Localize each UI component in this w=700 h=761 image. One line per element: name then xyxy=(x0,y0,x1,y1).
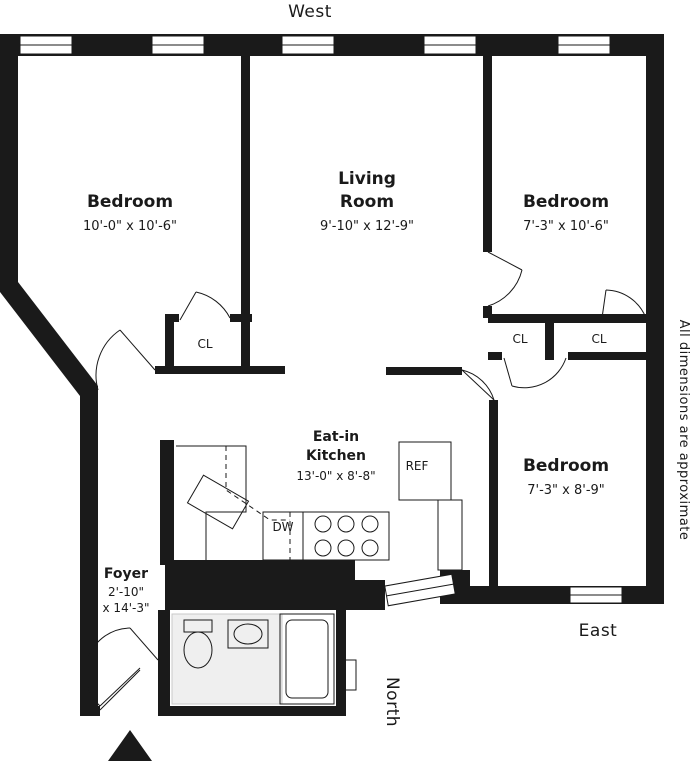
window-4 xyxy=(423,35,477,55)
room-name-bedroom-bottom-right: Bedroom xyxy=(523,456,609,476)
door-closet-mid xyxy=(503,357,567,389)
window-2 xyxy=(151,35,205,55)
room-dims-bedroom-left: 10'-0" x 10'-6" xyxy=(83,219,177,234)
room-name-bedroom-left: Bedroom xyxy=(87,192,173,212)
closet-label-mid: CL xyxy=(512,332,527,346)
sink xyxy=(227,619,269,649)
door-entry xyxy=(99,669,141,711)
door-closet-right xyxy=(601,289,647,319)
closet-label-left: CL xyxy=(197,337,212,351)
room-dims-foyer-2: x 14'-3" xyxy=(103,601,150,615)
labels: West East North All dimensions are appro… xyxy=(83,2,691,727)
stove xyxy=(302,511,390,561)
refrigerator-label: REF xyxy=(406,459,429,473)
refrigerator xyxy=(398,441,452,501)
door-bedroom-bottom-right xyxy=(461,369,495,401)
door-bedroom-left xyxy=(95,329,156,391)
room-name-living-2: Room xyxy=(340,192,394,212)
room-name-kitchen-1: Eat-in xyxy=(313,429,359,445)
kitchen-fixtures xyxy=(176,441,463,571)
compass-east: East xyxy=(579,621,618,641)
room-name-kitchen-2: Kitchen xyxy=(306,448,366,464)
room-name-living-1: Living xyxy=(338,169,396,189)
room-name-foyer: Foyer xyxy=(104,566,148,582)
bathtub xyxy=(279,613,335,705)
bath-fixtures xyxy=(171,613,357,705)
dimensions-note: All dimensions are approximate xyxy=(676,320,691,541)
room-dims-kitchen: 13'-0" x 8'-8" xyxy=(296,469,375,483)
compass-north: North xyxy=(382,677,402,727)
door-closet-left xyxy=(179,291,231,321)
toilet xyxy=(183,619,213,669)
window-east xyxy=(569,586,623,604)
dishwasher-label: DW xyxy=(272,520,293,534)
room-dims-bedroom-top-right: 7'-3" x 10'-6" xyxy=(523,219,609,234)
door-bath xyxy=(85,627,159,707)
closet-label-right: CL xyxy=(591,332,606,346)
windows xyxy=(19,35,623,607)
window-3 xyxy=(281,35,335,55)
room-name-bedroom-top-right: Bedroom xyxy=(523,192,609,212)
window-kitchen xyxy=(384,573,456,607)
partitions xyxy=(155,56,646,586)
entry-arrow xyxy=(108,730,152,761)
room-dims-bedroom-bottom-right: 7'-3" x 8'-9" xyxy=(527,483,605,498)
room-dims-living: 9'-10" x 12'-9" xyxy=(320,219,414,234)
room-dims-foyer-1: 2'-10" xyxy=(108,585,144,599)
doors xyxy=(85,251,647,711)
window-1 xyxy=(19,35,73,55)
window-5 xyxy=(557,35,611,55)
door-bedroom-top-right xyxy=(487,251,523,307)
compass-west: West xyxy=(288,2,332,22)
